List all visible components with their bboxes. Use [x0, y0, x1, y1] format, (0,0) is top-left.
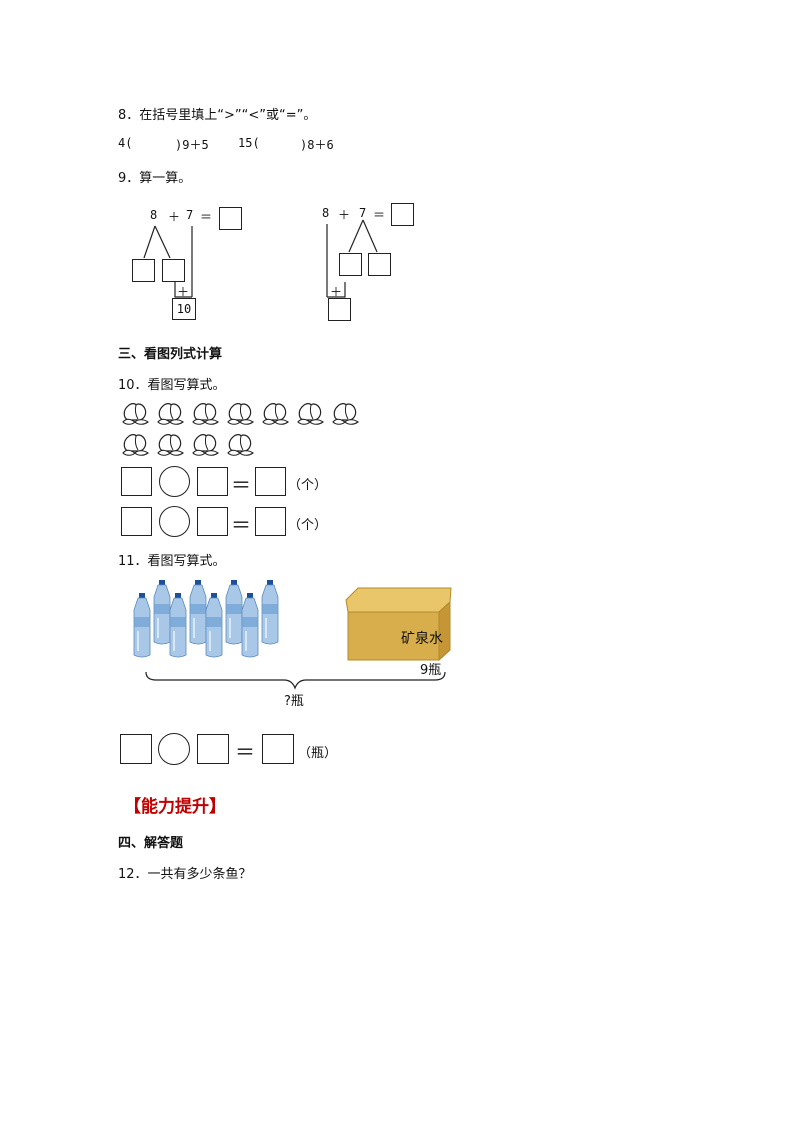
q10-eq1-result-box[interactable] — [255, 467, 286, 496]
q11-eq-result-box[interactable] — [262, 734, 294, 764]
q10-eq2-box-2[interactable] — [197, 507, 228, 536]
mineral-water-box-count: 9瓶 — [420, 663, 442, 678]
mineral-water-box-illustration — [345, 587, 452, 662]
q10-title: 10．看图写算式。 — [118, 378, 226, 393]
q9-left-plus: ＋ — [177, 285, 190, 299]
peach-icon — [332, 403, 359, 425]
water-bottle-icon — [153, 580, 171, 645]
q9-right-split-box-1[interactable] — [339, 253, 362, 276]
q9-right-op: ＋ — [338, 208, 351, 222]
q10-eq1-box-2[interactable] — [197, 467, 228, 496]
q11-eq-unit: （瓶） — [298, 746, 338, 761]
q9-right-plus: ＋ — [330, 285, 343, 299]
q10-eq2-box-1[interactable] — [121, 507, 152, 536]
water-bottles-illustration — [133, 580, 279, 658]
water-bottle-icon — [225, 580, 243, 645]
q10-eq2-unit: （个） — [288, 518, 328, 533]
total-bottles-label: ?瓶 — [284, 694, 304, 709]
q10-eq1-equals: ＝ — [231, 473, 251, 497]
q8-title: 8．在括号里填上“>”“<”或“=”。 — [118, 108, 317, 123]
q8-expr1-left: 4( — [118, 136, 133, 150]
q9-left-split-box-1[interactable] — [132, 259, 155, 282]
q12-title: 12．一共有多少条鱼？ — [118, 867, 252, 882]
peach-icon — [227, 403, 254, 425]
q10-eq1-box-1[interactable] — [121, 467, 152, 496]
q11-eq-equals: ＝ — [235, 740, 255, 764]
water-bottle-icon — [189, 580, 207, 645]
q9-left-eq: ＝ — [200, 210, 213, 224]
q9-left-split-box-2[interactable] — [162, 259, 185, 282]
q9-right-b: 7 — [359, 206, 367, 220]
peach-icon — [297, 403, 324, 425]
water-bottle-icon — [261, 580, 279, 645]
water-bottle-icon — [169, 593, 187, 658]
peach-icon — [122, 403, 149, 425]
q11-eq-box-1[interactable] — [120, 734, 152, 764]
water-bottle-icon — [205, 593, 223, 658]
peach-icon — [157, 403, 184, 425]
q10-eq2-equals: ＝ — [231, 513, 251, 537]
q9-title: 9．算一算。 — [118, 171, 192, 186]
total-brace — [145, 671, 446, 690]
section4-title: 四、解答题 — [118, 836, 184, 851]
q9-left-bottom-box: 10 — [172, 298, 196, 320]
q9-right-split-box-2[interactable] — [368, 253, 391, 276]
q11-eq-operator-circle[interactable] — [158, 733, 190, 765]
peach-icon — [262, 403, 289, 425]
q9-right-answer-box[interactable] — [391, 203, 414, 226]
peach-icon — [192, 434, 219, 456]
q10-eq1-unit: （个） — [288, 478, 328, 493]
water-bottle-icon — [241, 593, 259, 658]
peach-icon — [157, 434, 184, 456]
q9-left-answer-box[interactable] — [219, 207, 242, 230]
q8-expr2-left: 15( — [238, 136, 260, 150]
q8-expr2-right: )8＋6 — [300, 138, 334, 152]
section3-title: 三、看图列式计算 — [118, 347, 223, 362]
peach-icon — [227, 434, 254, 456]
q8-expr1-right: )9＋5 — [175, 138, 209, 152]
q11-title: 11．看图写算式。 — [118, 554, 226, 569]
mineral-water-box-label: 矿泉水 — [401, 631, 443, 647]
q9-right-bottom-box[interactable] — [328, 298, 351, 321]
q10-eq2-result-box[interactable] — [255, 507, 286, 536]
q11-eq-box-2[interactable] — [197, 734, 229, 764]
q9-left-tree-lines — [143, 225, 193, 298]
ability-title: 【能力提升】 — [124, 797, 226, 817]
q9-right-a: 8 — [322, 206, 330, 220]
q10-eq1-operator-circle[interactable] — [159, 466, 190, 497]
q10-eq2-operator-circle[interactable] — [159, 506, 190, 537]
q9-left-b: 7 — [186, 208, 194, 222]
water-bottle-icon — [133, 593, 151, 658]
peach-icon — [192, 403, 219, 425]
q9-right-eq: ＝ — [373, 208, 386, 222]
q9-left-a: 8 — [150, 208, 158, 222]
q9-right-tree-lines — [326, 219, 378, 298]
q9-left-op: ＋ — [168, 210, 181, 224]
peach-icon — [122, 434, 149, 456]
